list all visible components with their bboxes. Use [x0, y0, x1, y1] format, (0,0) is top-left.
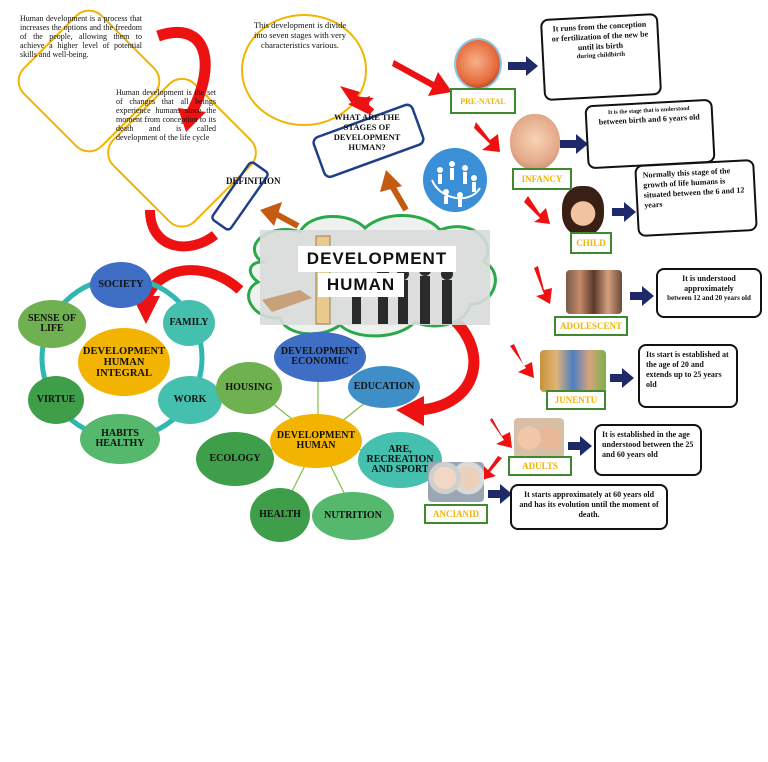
- red-curve-integral: [141, 265, 244, 303]
- economic-education: EDUCATION: [348, 366, 420, 408]
- photo-adults: [514, 418, 564, 458]
- red-curve-definition: [145, 209, 219, 252]
- info-ancianid-text: It starts approximately at 60 years old …: [519, 490, 659, 519]
- info-junentu: Its start is established at the age of 2…: [638, 344, 738, 408]
- economic-nutrition: NUTRITION: [312, 492, 394, 540]
- stages-note: This development is divide into seven st…: [253, 20, 347, 50]
- info-adults-text: It is established in the age understood …: [602, 430, 694, 459]
- info-adolescent-small: between 12 and 20 years old: [667, 294, 751, 302]
- info-child: Normally this stage of the growth of lif…: [634, 158, 758, 238]
- info-junentu-text: Its start is established at the age of 2…: [646, 350, 729, 389]
- definition-note: Human development is a process that incr…: [20, 14, 142, 59]
- economic-top: DEVELOPMENT ECONOMIC: [274, 332, 366, 382]
- title-box: DEVELOPMENT: [298, 246, 456, 272]
- definition-frame-2: [107, 77, 257, 228]
- orange-arrow-question: [389, 184, 409, 212]
- stage-red-arrows: [348, 60, 552, 480]
- red-curve-economic: [419, 313, 480, 416]
- economic-housing: HOUSING: [216, 362, 282, 414]
- photo-ancianid: [428, 462, 484, 502]
- question-frame: [312, 103, 425, 179]
- economic-health: HEALTH: [250, 488, 310, 542]
- integral-virtue: VIRTUE: [28, 376, 84, 424]
- integral-center: DEVELOPMENT HUMAN INTEGRAL: [78, 328, 170, 396]
- title-box-2: HUMAN: [318, 273, 404, 297]
- photo-prenatal: [454, 38, 502, 90]
- stage-ancianid: ANCIANID: [424, 504, 488, 524]
- stages-people-icon: [423, 148, 487, 212]
- integral-habits: HABITS HEALTHY: [80, 414, 160, 464]
- stages-note-frame: [241, 14, 367, 126]
- definition-note-2: Human development is the set of changes …: [116, 88, 216, 142]
- photo-child: [562, 186, 604, 236]
- stage-adolescent: ADOLESCENT: [554, 316, 628, 336]
- integral-work: WORK: [158, 376, 222, 424]
- title-line-1: DEVELOPMENT: [306, 249, 448, 268]
- info-infancy: It is the stage that is understood betwe…: [584, 98, 716, 170]
- info-adolescent: It is understood approximately between 1…: [656, 268, 762, 318]
- stage-prenatal: PRE-NATAL: [450, 88, 516, 114]
- title-line-2: HUMAN: [326, 275, 396, 294]
- orange-arrow-definition: [274, 211, 300, 229]
- economic-ecology: ECOLOGY: [196, 432, 274, 486]
- stage-child: CHILD: [570, 232, 612, 254]
- integral-family: FAMILY: [163, 300, 215, 346]
- info-child-text: Normally this stage of the growth of lif…: [642, 166, 745, 210]
- definition-label: DEFINITION: [226, 176, 281, 186]
- photo-infancy: [510, 114, 560, 170]
- red-curve-arrow-top: [156, 26, 211, 115]
- definition-label-frame: [211, 161, 269, 231]
- photo-adolescent: [566, 270, 622, 314]
- info-prenatal: It runs from the conception or fertiliza…: [539, 12, 663, 102]
- info-adults: It is established in the age understood …: [594, 424, 702, 476]
- definition-frame-1: [17, 9, 161, 153]
- photo-junentu: [540, 350, 606, 392]
- integral-society: SOCIETY: [90, 262, 152, 308]
- info-ancianid: It starts approximately at 60 years old …: [510, 484, 668, 530]
- integral-sense: SENSE OF LIFE: [18, 300, 86, 348]
- stages-question: WHAT ARE THE STAGES OF DEVELOPMENT HUMAN…: [333, 112, 401, 152]
- stage-adults: ADULTS: [508, 456, 572, 476]
- stage-infancy: INFANCY: [512, 168, 572, 190]
- info-navy-arrows: [488, 56, 654, 504]
- economic-center: DEVELOPMENT HUMAN: [270, 414, 362, 468]
- stage-junentu: JUNENTU: [546, 390, 606, 410]
- info-adolescent-text: It is understood approximately: [682, 274, 736, 293]
